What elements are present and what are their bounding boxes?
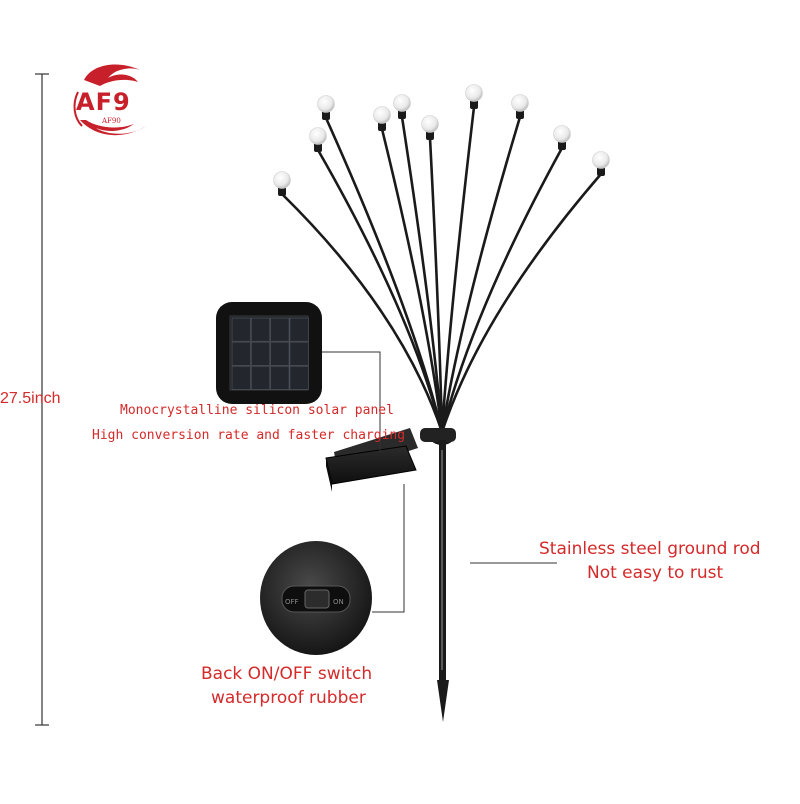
- solar-cell: [250, 365, 271, 390]
- solar-cell: [250, 341, 271, 366]
- bulb-7: [465, 84, 483, 102]
- switch-off-mark: OFF: [285, 598, 299, 606]
- solar-cell: [270, 317, 290, 342]
- firefly-bulbs: [273, 84, 610, 196]
- bulb-9: [553, 125, 571, 143]
- ground-stake: [437, 440, 449, 722]
- solar-cell: [289, 341, 309, 366]
- solar-cell: [289, 365, 309, 390]
- firefly-stems: [281, 106, 602, 433]
- stem-8: [440, 116, 522, 433]
- solar-cell: [231, 365, 251, 390]
- solar-cell: [250, 317, 271, 342]
- stem-3: [324, 117, 444, 433]
- solar-cell: [270, 365, 290, 390]
- solar-panel-leader: [322, 351, 381, 452]
- bulb-6: [421, 115, 439, 133]
- logo-subtext: AF90: [102, 117, 121, 125]
- height-dimension-line: [35, 73, 49, 726]
- solar-panel-zoom: [216, 302, 322, 404]
- switch-callout-line1: Back ON/OFF switch: [201, 664, 373, 684]
- stem-10: [440, 173, 602, 433]
- stem-7: [440, 106, 476, 433]
- mount-joint: [420, 428, 456, 445]
- ground-rod-callout-line2: Not easy to rust: [587, 563, 724, 583]
- switch-leader: [372, 484, 405, 613]
- solar-cell: [231, 341, 251, 366]
- solar-panel-callout-line2: High conversion rate and faster charging: [92, 428, 406, 443]
- stem-9: [440, 147, 564, 433]
- height-label: 27.5inch: [0, 390, 61, 407]
- bulb-4: [373, 106, 391, 124]
- stem-6: [428, 137, 444, 433]
- solar-cell: [289, 317, 309, 342]
- solar-panel-callout-line1: Monocrystalline silicon solar panel: [120, 403, 394, 418]
- solar-cell: [270, 341, 290, 366]
- bulb-5: [393, 94, 411, 112]
- bulb-8: [511, 94, 529, 112]
- bulb-10: [592, 151, 610, 169]
- bulb-3: [317, 95, 335, 113]
- bulb-2: [309, 127, 327, 145]
- bulb-1: [273, 171, 291, 189]
- ground-rod-callout-line1: Stainless steel ground rod: [539, 539, 761, 559]
- switch-zoom: [260, 541, 372, 655]
- stem-5: [400, 116, 444, 433]
- switch-callout-line2: waterproof rubber: [211, 688, 366, 708]
- logo-text: AF9: [76, 88, 131, 116]
- stem-4: [380, 128, 444, 433]
- stem-1: [281, 193, 444, 433]
- solar-panel-box: [325, 428, 418, 492]
- brand-logo: [73, 64, 146, 136]
- solar-cell: [231, 317, 251, 342]
- switch-on-mark: ON: [333, 598, 344, 606]
